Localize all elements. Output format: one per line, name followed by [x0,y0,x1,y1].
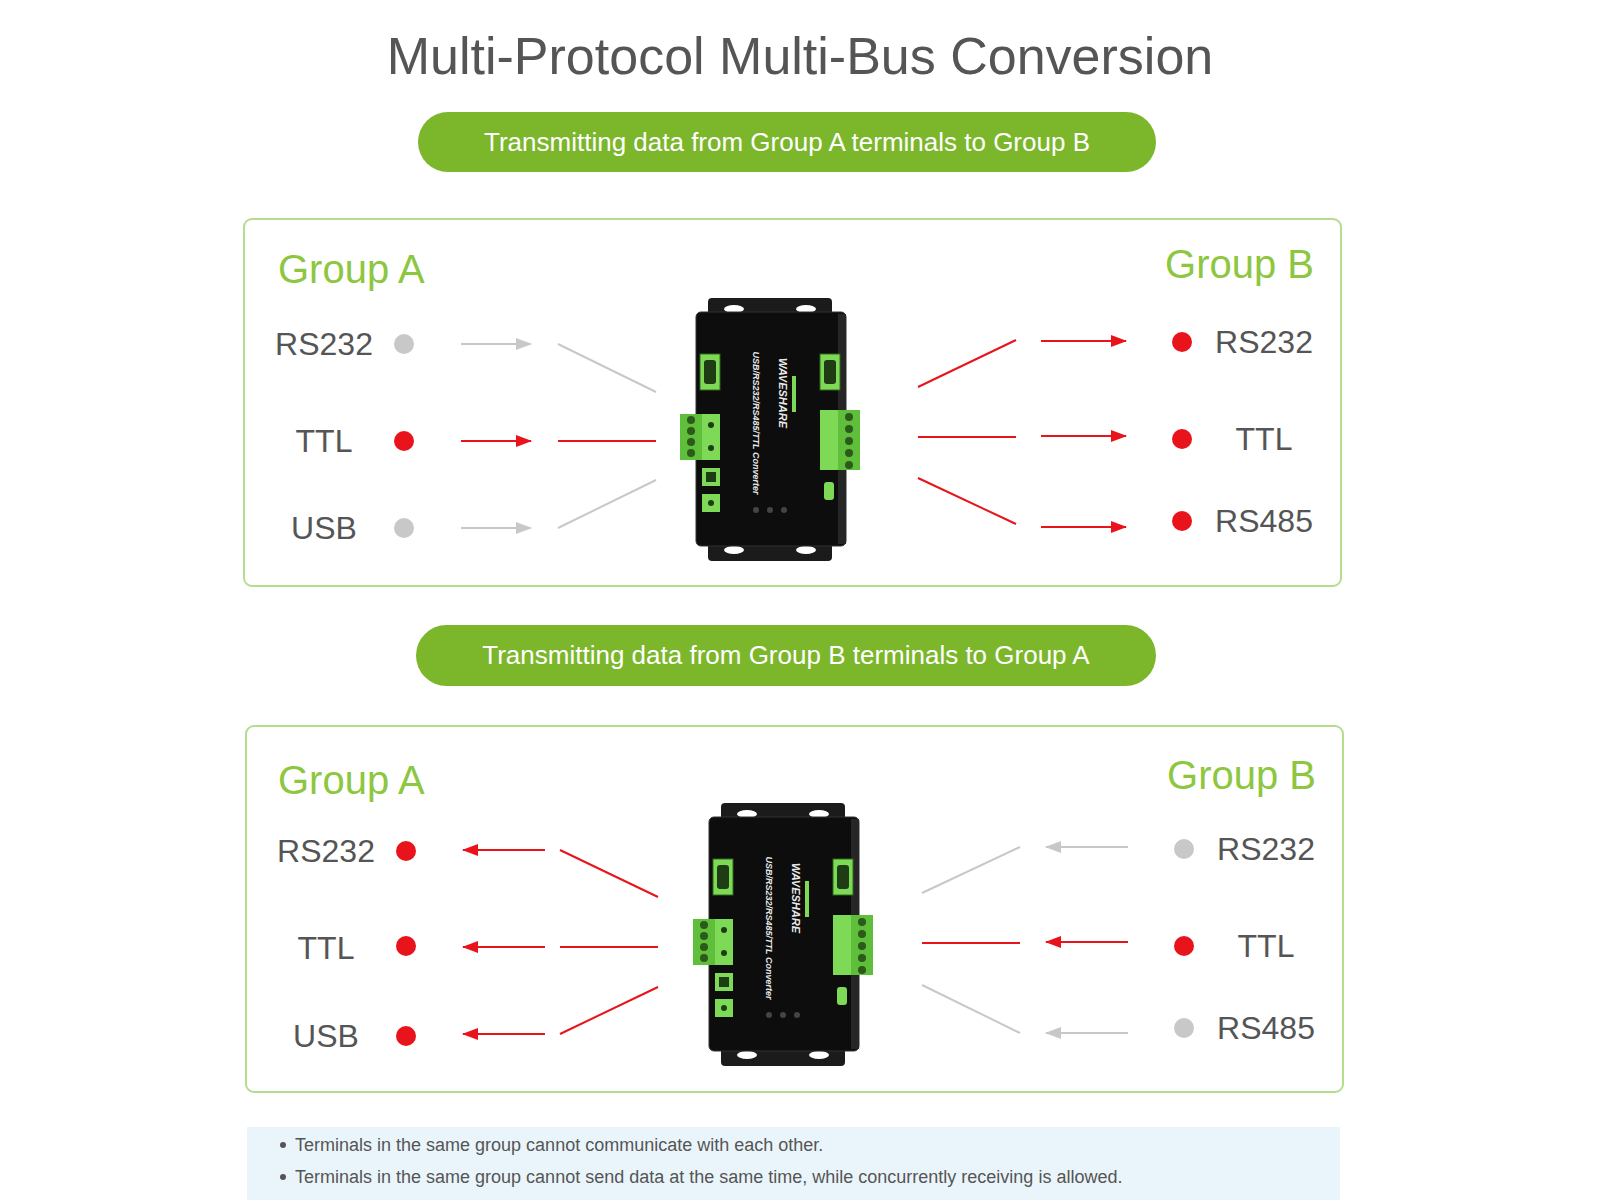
terminal-label: TTL [1236,419,1293,459]
device-model: USB/RS232/RS485/TTL Converter [751,352,761,495]
terminal-label: RS232 [1217,829,1315,869]
group-heading: Group B [1167,751,1316,799]
terminal-label: USB [293,1016,359,1056]
banner: Transmitting data from Group B terminals… [416,625,1156,686]
page-title: Multi-Protocol Multi-Bus Conversion [0,22,1600,90]
group-panel: Group A Group B [243,218,1342,587]
group-heading: Group B [1165,240,1314,288]
banner: Transmitting data from Group A terminals… [418,112,1156,172]
note-text: Terminals in the same group cannot commu… [295,1134,823,1156]
notes-band: Terminals in the same group cannot commu… [247,1127,1340,1200]
terminal-label: TTL [296,421,353,461]
bullet-dot [280,1142,286,1148]
terminal-label: RS232 [275,324,373,364]
terminal-label: RS232 [277,831,375,871]
note-text: Terminals in the same group cannot send … [295,1166,1122,1188]
device-model: USB/RS232/RS485/TTL Converter [764,857,774,1000]
brand-logo: WAVESHARE [777,358,789,428]
group-heading: Group A [278,756,425,804]
terminal-label: RS232 [1215,322,1313,362]
terminal-label: TTL [298,928,355,968]
group-heading: Group A [278,245,425,293]
brand-logo: WAVESHARE [790,863,802,933]
banner-text: Transmitting data from Group B terminals… [482,640,1089,671]
terminal-label: TTL [1238,926,1295,966]
banner-text: Transmitting data from Group A terminals… [484,127,1090,158]
terminal-label: RS485 [1217,1008,1315,1048]
terminal-label: RS485 [1215,501,1313,541]
bullet-dot [280,1174,286,1180]
terminal-label: USB [291,508,357,548]
